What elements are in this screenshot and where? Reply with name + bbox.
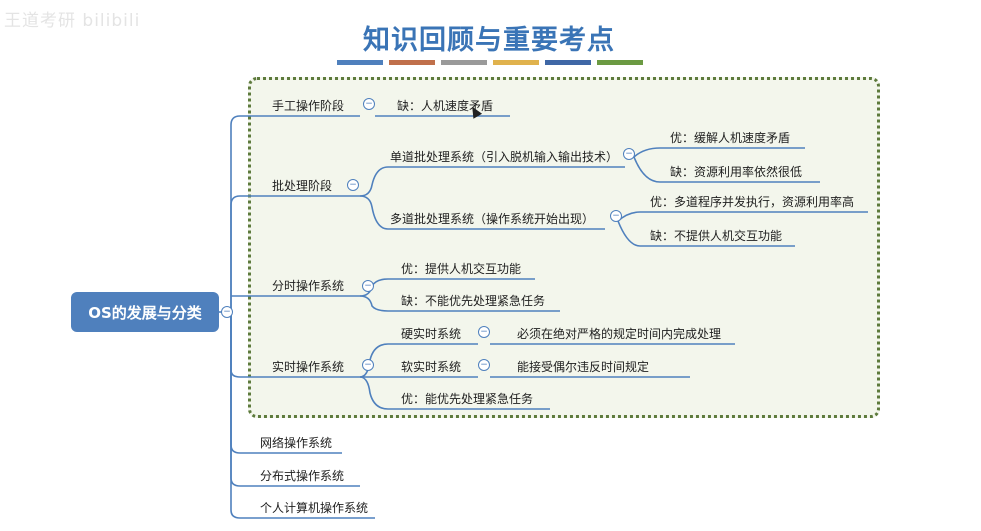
node-single-con[interactable]: 缺：资源利用率依然很低 [670,165,803,179]
color-bar [597,60,643,65]
collapse-icon[interactable]: − [478,359,490,371]
node-realtime-pro[interactable]: 优：能优先处理紧急任务 [401,392,534,406]
node-single-pro[interactable]: 优：缓解人机速度矛盾 [670,131,791,145]
node-realtime[interactable]: 实时操作系统 [272,360,345,374]
collapse-icon[interactable]: − [610,210,622,222]
node-hard-realtime[interactable]: 硬实时系统 [401,327,462,341]
node-hard-realtime-desc[interactable]: 必须在绝对严格的规定时间内完成处理 [517,327,722,341]
root-node[interactable]: OS的发展与分类 [71,292,219,332]
node-multi-batch[interactable]: 多道批处理系统（操作系统开始出现） [390,212,595,226]
collapse-icon[interactable]: − [221,306,233,318]
node-single-batch[interactable]: 单道批处理系统（引入脱机输入输出技术） [390,150,619,164]
collapse-icon[interactable]: − [363,98,375,110]
color-bar [493,60,539,65]
collapse-icon[interactable]: − [478,326,490,338]
node-manual-con[interactable]: 缺：人机速度矛盾 [397,99,494,113]
node-multi-con[interactable]: 缺：不提供人机交互功能 [650,229,783,243]
color-bar [545,60,591,65]
color-bar [337,60,383,65]
title-color-bars [337,60,643,65]
color-bar [389,60,435,65]
key-points-box [248,77,880,418]
node-soft-realtime-desc[interactable]: 能接受偶尔违反时间规定 [517,360,650,374]
node-timeshare-con[interactable]: 缺：不能优先处理紧急任务 [401,294,546,308]
collapse-icon[interactable]: − [347,179,359,191]
node-multi-pro[interactable]: 优：多道程序并发执行，资源利用率高 [650,195,855,209]
watermark-text: 王道考研 bilibili [4,11,141,31]
node-timeshare-pro[interactable]: 优：提供人机交互功能 [401,262,522,276]
node-manual-stage[interactable]: 手工操作阶段 [272,99,345,113]
collapse-icon[interactable]: − [623,148,635,160]
color-bar [441,60,487,65]
node-distributed-os[interactable]: 分布式操作系统 [260,469,345,483]
node-batch-stage[interactable]: 批处理阶段 [272,179,333,193]
collapse-icon[interactable]: − [362,359,374,371]
node-timeshare[interactable]: 分时操作系统 [272,279,345,293]
node-soft-realtime[interactable]: 软实时系统 [401,360,462,374]
page-title: 知识回顾与重要考点 [363,25,615,56]
node-network-os[interactable]: 网络操作系统 [260,436,333,450]
node-pc-os[interactable]: 个人计算机操作系统 [260,501,369,515]
collapse-icon[interactable]: − [362,280,374,292]
